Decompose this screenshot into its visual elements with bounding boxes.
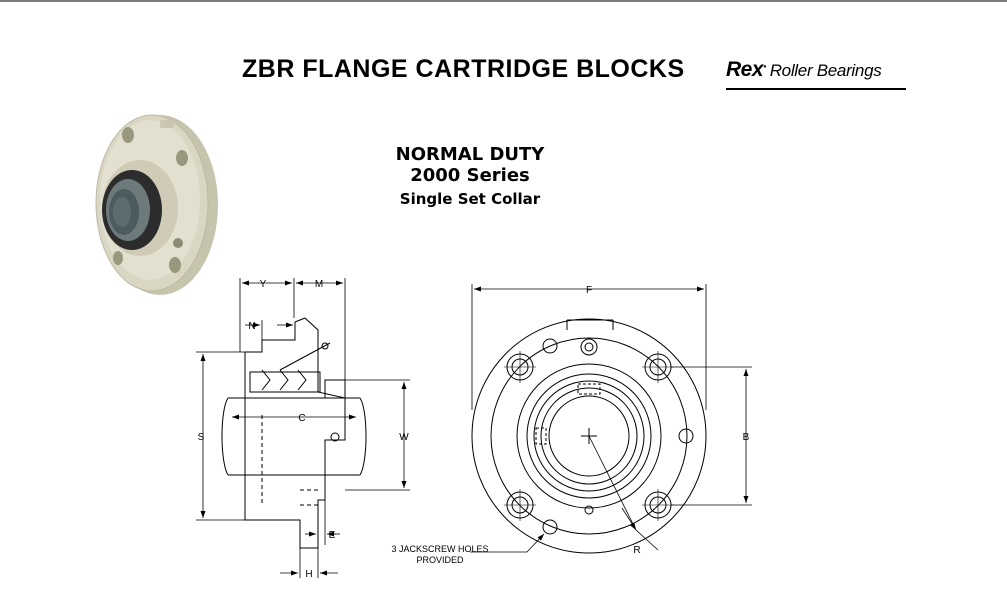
dim-label-h: H — [305, 569, 312, 580]
dim-label-b: B — [743, 432, 750, 443]
page-title: ZBR FLANGE CARTRIDGE BLOCKS — [242, 55, 685, 83]
front-view-dimensions — [470, 284, 752, 553]
product-photo — [95, 114, 218, 295]
dim-label-w: W — [399, 432, 409, 443]
dim-label-m: M — [315, 279, 323, 290]
series-heading: 2000 Series — [410, 165, 530, 186]
side-view-dimensions — [196, 278, 410, 578]
brand-logo: Rex·Roller Bearings — [726, 58, 906, 90]
duty-heading: NORMAL DUTY — [395, 144, 545, 165]
dim-label-s: S — [198, 432, 205, 443]
front-view-drawing — [471, 318, 707, 554]
dim-label-y: Y — [260, 279, 267, 290]
dim-label-c: C — [298, 413, 305, 424]
brand-name: Rex — [726, 58, 764, 81]
dim-label-n: N — [248, 321, 255, 332]
top-rule — [0, 0, 1007, 2]
dim-label-e: E — [329, 530, 336, 541]
side-view-drawing — [221, 317, 367, 549]
collar-heading: Single Set Collar — [399, 190, 541, 208]
jackscrew-note-line1: 3 JACKSCREW HOLES — [391, 544, 488, 554]
brand-suffix: Roller Bearings — [769, 61, 882, 80]
brand-mark: · — [763, 58, 768, 74]
dim-label-r: R — [633, 545, 640, 556]
dim-label-f: F — [586, 285, 592, 296]
jackscrew-note-line2: PROVIDED — [416, 555, 464, 565]
